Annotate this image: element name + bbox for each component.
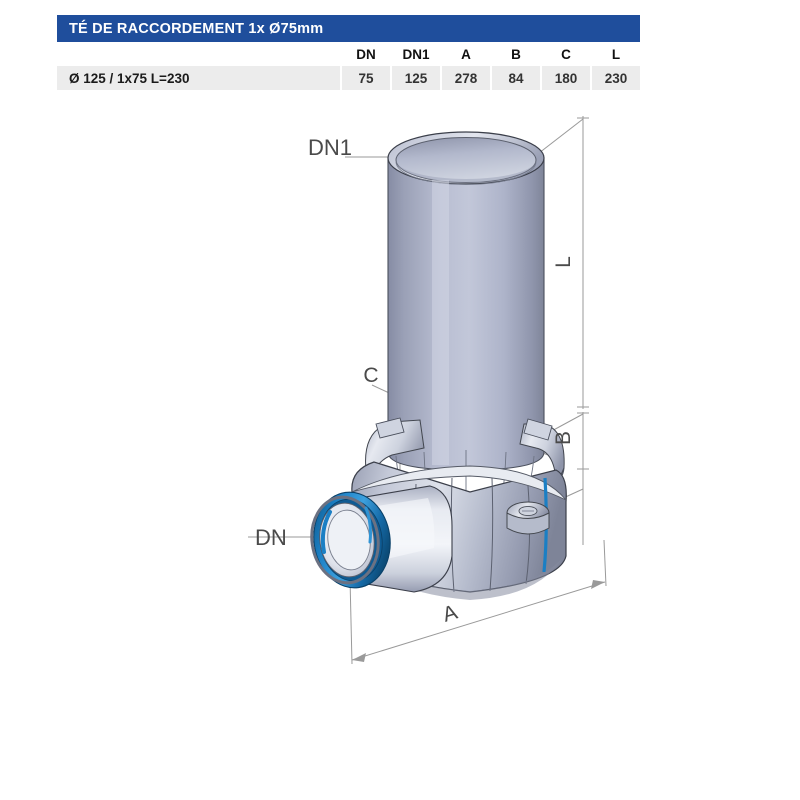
collar-wing-right [519, 423, 565, 487]
clamp-body-deck [351, 465, 567, 501]
branch-highlight [352, 498, 435, 566]
label-c: C [363, 364, 378, 387]
spec-table: TÉ DE RACCORDEMENT 1x Ø75mm DN DN1 A B C… [57, 15, 640, 90]
seal-ring-groove [319, 498, 383, 582]
bolt-head [518, 505, 538, 517]
spec-column-dn: DN [340, 42, 390, 66]
pipe-bore-opening [395, 137, 537, 183]
pipe-highlight [432, 180, 449, 465]
vertical-pipe-dn1 [387, 131, 545, 471]
projection-line-shoulder [547, 413, 584, 434]
retaining-ring [310, 495, 380, 585]
spec-value-c: 180 [540, 66, 590, 90]
collar-ribs [395, 450, 535, 500]
spec-column-dn1: DN1 [390, 42, 440, 66]
dimension-lines [248, 116, 607, 665]
dimension-arrow-a-right [591, 580, 605, 589]
spec-value-b: 84 [490, 66, 540, 90]
spec-value-a: 278 [440, 66, 490, 90]
seal-ring-blue [313, 491, 391, 589]
pipe-barrel [387, 157, 545, 471]
label-a: A [440, 601, 460, 627]
spec-value-dn: 75 [340, 66, 390, 90]
dn-branch-outlet [310, 485, 453, 593]
spec-header-blank [57, 42, 340, 66]
collar-tab-left [375, 417, 405, 439]
spec-table-title: TÉ DE RACCORDEMENT 1x Ø75mm [69, 20, 324, 37]
spec-column-l: L [590, 42, 640, 66]
branch-barrel [329, 485, 453, 593]
collar-wing-left [365, 419, 425, 484]
spec-column-c: C [540, 42, 590, 66]
clamp-body-barrel [351, 461, 567, 593]
saddle-collar-assembly [365, 417, 565, 505]
bolt-boss [506, 501, 550, 525]
seal-lip-inner-right [364, 506, 372, 544]
bolt-boss-side [506, 512, 550, 535]
branch-bore [327, 509, 371, 571]
seal-indicator-stripe [542, 477, 548, 573]
label-b: B [552, 431, 575, 445]
spec-table-title-bar: TÉ DE RACCORDEMENT 1x Ø75mm [57, 15, 640, 42]
collar-ring-front [367, 467, 565, 505]
label-l: L [552, 256, 575, 268]
clamp-bolt-assembly [506, 501, 550, 535]
clamp-body-bottom-shade [356, 556, 564, 600]
spec-table-header-row: DN DN1 A B C L [57, 42, 640, 66]
table-row: Ø 125 / 1x75 L=230 75 125 278 84 180 230 [57, 66, 640, 90]
body-segment-lines [415, 477, 531, 593]
spec-value-dn1: 125 [390, 66, 440, 90]
projection-line-b-lower [547, 488, 584, 506]
dimension-arrow-a-left [352, 653, 366, 662]
spec-row-label: Ø 125 / 1x75 L=230 [69, 70, 190, 86]
spec-column-b: B [490, 42, 540, 66]
collar-tab-right [523, 418, 553, 441]
spec-column-a: A [440, 42, 490, 66]
leader-line-c-1 [371, 384, 401, 399]
construction-line-diagonal [397, 397, 549, 456]
extension-line-a-right [603, 539, 607, 587]
pipe-bore-shadow [396, 160, 536, 183]
label-dn: DN [255, 525, 287, 550]
pipe-rim-outer [387, 131, 545, 185]
extension-line-a-left [349, 577, 353, 665]
dimension-line-a [351, 581, 606, 661]
projection-line-top [529, 118, 584, 161]
label-dn1: DN1 [308, 135, 352, 160]
pipe-rim-thickness [395, 161, 537, 185]
spec-value-l: 230 [590, 66, 640, 90]
clamp-body [351, 461, 567, 600]
branch-opening [319, 502, 375, 578]
seal-lip-inner [320, 510, 332, 554]
